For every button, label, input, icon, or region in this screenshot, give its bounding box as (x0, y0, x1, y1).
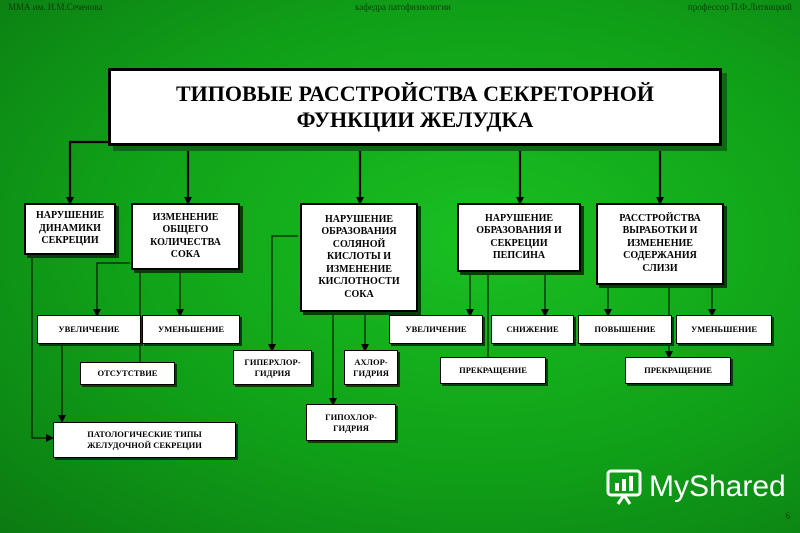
pepsin-decrease: СНИЖЕНИЕ (491, 315, 574, 344)
mucus-increase: ПОВЫШЕНИЕ (578, 315, 672, 344)
watermark-text: MyShared (649, 470, 786, 503)
volume-decrease: УМЕНЬШЕНИЕ (142, 315, 240, 344)
hyperchlorhydria: ГИПЕРХЛОР- ГИДРИЯ (233, 350, 312, 385)
pathologic-secretion-types: ПАТОЛОГИЧЕСКИЕ ТИПЫ ЖЕЛУДОЧНОЙ СЕКРЕЦИИ (53, 422, 236, 458)
header-department: кафедра патофизиологии (355, 2, 451, 12)
header-author: профессор П.Ф.Литвицкий (688, 2, 792, 12)
mucus-stop: ПРЕКРАЩЕНИЕ (625, 357, 731, 384)
presentation-icon (606, 469, 642, 505)
pepsin-stop: ПРЕКРАЩЕНИЕ (440, 357, 546, 384)
watermark-logo: MyShared (605, 468, 786, 506)
volume-absence: ОТСУТСТВИЕ (80, 362, 175, 385)
header-institution: ММА им. И.М.Сеченова (8, 2, 103, 12)
mucus-decrease: УМЕНЬШЕНИЕ (676, 315, 772, 344)
diagram-title: ТИПОВЫЕ РАССТРОЙСТВА СЕКРЕТОРНОЙ ФУНКЦИИ… (108, 68, 722, 146)
category-volume: ИЗМЕНЕНИЕ ОБЩЕГО КОЛИЧЕСТВА СОКА (131, 203, 240, 270)
category-hcl: НАРУШЕНИЕ ОБРАЗОВАНИЯ СОЛЯНОЙ КИСЛОТЫ И … (300, 203, 418, 312)
category-mucus: РАССТРОЙСТВА ВЫРАБОТКИ И ИЗМЕНЕНИЕ СОДЕР… (596, 203, 724, 285)
category-pepsin: НАРУШЕНИЕ ОБРАЗОВАНИЯ И СЕКРЕЦИИ ПЕПСИНА (457, 203, 581, 272)
hypochlorhydria: ГИПОХЛОР- ГИДРИЯ (306, 404, 396, 441)
volume-increase: УВЕЛИЧЕНИЕ (37, 315, 141, 344)
page-number: 6 (785, 511, 791, 521)
category-dynamics: НАРУШЕНИЕ ДИНАМИКИ СЕКРЕЦИИ (24, 203, 116, 255)
achlorhydria: АХЛОР- ГИДРИЯ (344, 350, 398, 385)
pepsin-increase: УВЕЛИЧЕНИЕ (389, 315, 483, 344)
